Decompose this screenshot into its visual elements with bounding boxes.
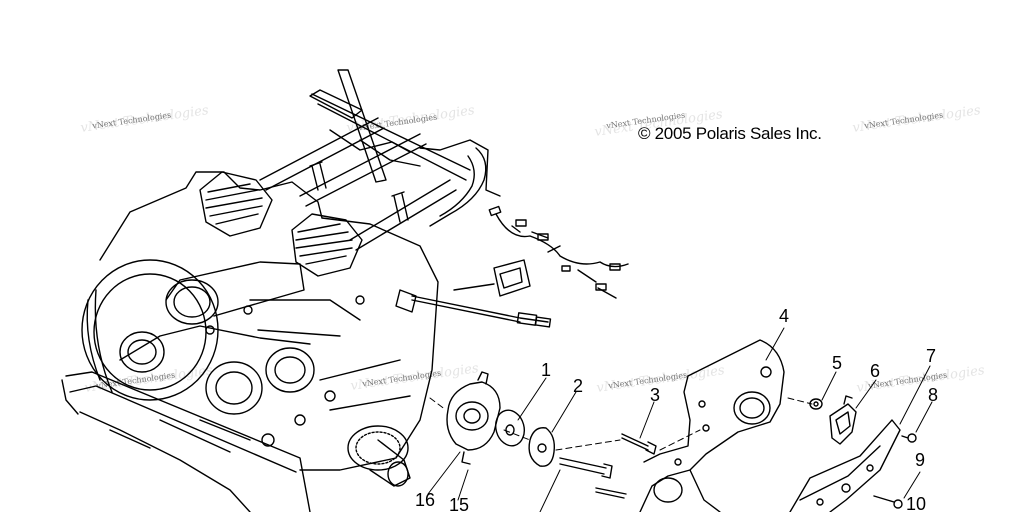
callout-3: 3 — [650, 385, 661, 405]
screw-10 — [873, 495, 903, 509]
washer-1 — [494, 409, 526, 447]
side-plate-7 — [789, 419, 901, 512]
exhaust-tubes — [259, 69, 501, 251]
copyright-notice: © 2005 Polaris Sales Inc. — [638, 124, 822, 143]
callout-6: 6 — [870, 361, 881, 381]
bracket-plate-4 — [639, 339, 785, 512]
engine-assembly — [61, 161, 439, 512]
callout-2: 2 — [573, 376, 584, 396]
long-bolt — [559, 457, 627, 499]
callout-9: 9 — [915, 450, 926, 470]
callout-15: 15 — [449, 495, 470, 515]
screw-8 — [901, 433, 917, 443]
wiring-harness — [395, 205, 629, 328]
bracket-6 — [829, 395, 857, 445]
callout-16: 16 — [415, 490, 436, 510]
callout-8: 8 — [928, 385, 939, 405]
washer-2 — [528, 427, 556, 467]
callout-4: 4 — [779, 306, 790, 326]
callout-1: 1 — [541, 360, 552, 380]
bolt-3 — [621, 433, 657, 455]
callout-5: 5 — [832, 353, 843, 373]
callout-10: 10 — [906, 494, 927, 514]
leader-lines — [427, 327, 933, 512]
callout-7: 7 — [926, 346, 937, 366]
engine-mount-16 — [446, 371, 501, 465]
